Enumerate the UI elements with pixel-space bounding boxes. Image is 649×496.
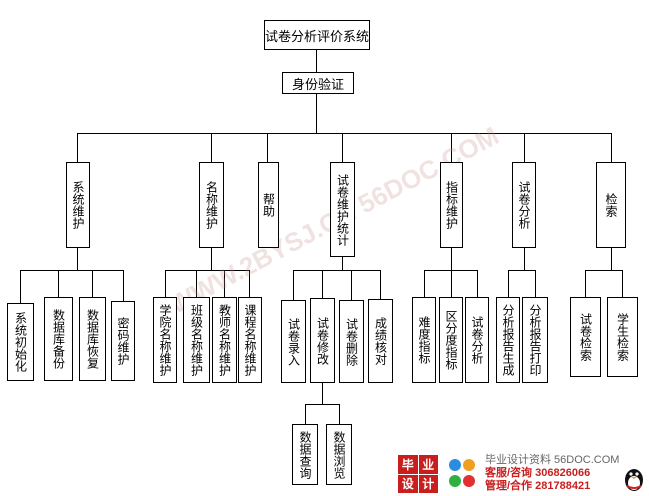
module-paper-maintenance-stats: 试卷维护统计 — [330, 162, 355, 257]
leaf-difficulty-index: 难度指标 — [412, 297, 436, 383]
leaf-db-backup: 数据库备份 — [44, 297, 73, 381]
leaf-db-restore: 数据库恢复 — [79, 297, 106, 381]
footer-service-label: 客服/咨询 — [485, 467, 533, 479]
people-icon — [449, 459, 475, 487]
module-name-maintenance: 名称维护 — [199, 162, 224, 248]
leaf-report-print: 分析报告打印 — [522, 297, 548, 383]
leaf-paper-entry: 试卷录入 — [281, 300, 306, 383]
leaf-score-check: 成绩核对 — [368, 299, 393, 383]
auth-node: 身份验证 — [282, 72, 354, 94]
leaf-discrimination-index: 区分度指标 — [439, 297, 463, 383]
footer-site: 毕业设计资料 56DOC.COM — [485, 454, 620, 466]
footer-service-qq: 306826066 — [535, 467, 591, 479]
leaf-report-generate: 分析报告生成 — [496, 297, 520, 383]
site-logo: 毕 业 设 计 — [398, 455, 438, 493]
leaf-college-name: 学院名称维护 — [153, 297, 177, 383]
module-index-maintenance: 指标维护 — [440, 162, 463, 248]
leaf-student-search: 学生检索 — [607, 297, 638, 377]
leaf-password-maintenance: 密码维护 — [111, 301, 135, 381]
leaf-teacher-name: 教师名称维护 — [212, 297, 237, 383]
root-node: 试卷分析评价系统 — [264, 20, 370, 50]
leaf-paper-delete: 试卷删除 — [339, 300, 364, 383]
leaf-paper-analysis-index: 试卷分析 — [465, 297, 489, 383]
module-paper-analysis: 试卷分析 — [512, 162, 536, 248]
leaf-class-name: 班级名称维护 — [183, 297, 210, 383]
module-search: 检索 — [596, 162, 626, 248]
leaf-paper-modify: 试卷修改 — [310, 298, 335, 383]
leaf-data-query: 数据查询 — [292, 424, 318, 485]
leaf-system-init: 系统初始化 — [7, 303, 34, 381]
leaf-course-name: 课程名称维护 — [238, 297, 262, 383]
penguin-icon — [625, 469, 643, 491]
module-help: 帮助 — [258, 162, 279, 248]
leaf-paper-search: 试卷检索 — [570, 297, 601, 377]
leaf-data-browse: 数据浏览 — [326, 424, 352, 485]
footer-contact: 毕业设计资料 56DOC.COM 客服/咨询 306826066 管理/合作 2… — [485, 454, 619, 493]
footer-manage-qq: 281788421 — [535, 480, 591, 492]
module-system-maintenance: 系统维护 — [66, 162, 90, 248]
footer-manage-label: 管理/合作 — [485, 480, 533, 492]
